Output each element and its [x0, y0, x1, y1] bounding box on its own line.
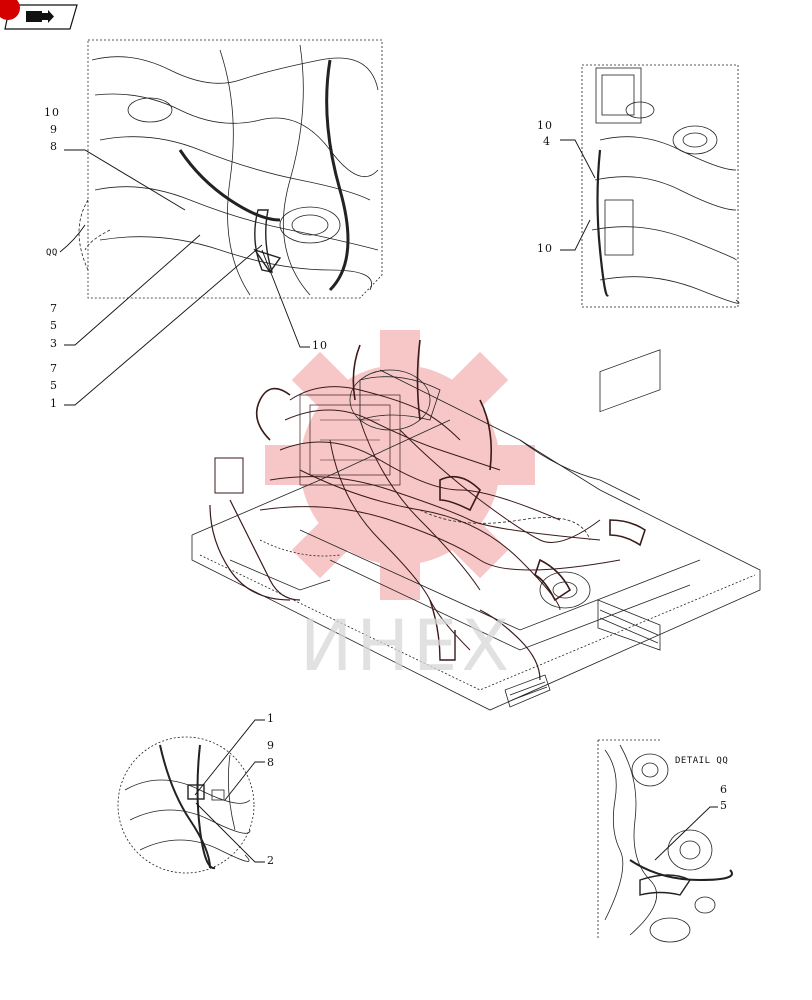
callout-1-bottom-left: 1: [267, 712, 275, 725]
callout-10-top-right: 10: [537, 119, 553, 132]
qq-marker-label: QQ: [46, 248, 58, 258]
callout-5-bottom-right: 5: [720, 799, 728, 812]
callout-5a-top-left: 5: [50, 319, 58, 332]
callout-7a-top-left: 7: [50, 302, 58, 315]
callout-10b-top-left: 10: [312, 339, 328, 352]
callout-10b-top-right: 10: [537, 242, 553, 255]
status-dot: [0, 0, 20, 20]
callout-3-top-left: 3: [50, 337, 58, 350]
nav-back-button[interactable]: [0, 0, 78, 30]
engine-harness-cluster: [209, 339, 646, 681]
detail-panel-top-left: [78, 39, 383, 299]
detail-panel-top-right: [581, 64, 740, 308]
detail-panel-bottom-left: [117, 736, 255, 874]
detail-qq-title: DETAIL QQ: [675, 756, 729, 766]
brand-watermark: ИНЕХ: [300, 605, 514, 687]
callout-5b-top-left: 5: [50, 379, 58, 392]
callout-1-top-left: 1: [50, 397, 58, 410]
callout-9-top-left: 9: [50, 123, 58, 136]
callout-7b-top-left: 7: [50, 362, 58, 375]
callout-10-top-left: 10: [44, 106, 60, 119]
callout-2-bottom-left: 2: [267, 854, 275, 867]
callout-4-top-right: 4: [543, 135, 551, 148]
callout-8-bottom-left: 8: [267, 756, 275, 769]
callout-8-top-left: 8: [50, 140, 58, 153]
callout-9-bottom-left: 9: [267, 739, 275, 752]
detail-panel-bottom-right: [597, 739, 733, 943]
leader-lines: [59, 139, 718, 863]
folder-arrow-icon: [4, 4, 78, 30]
callout-6-bottom-right: 6: [720, 783, 728, 796]
